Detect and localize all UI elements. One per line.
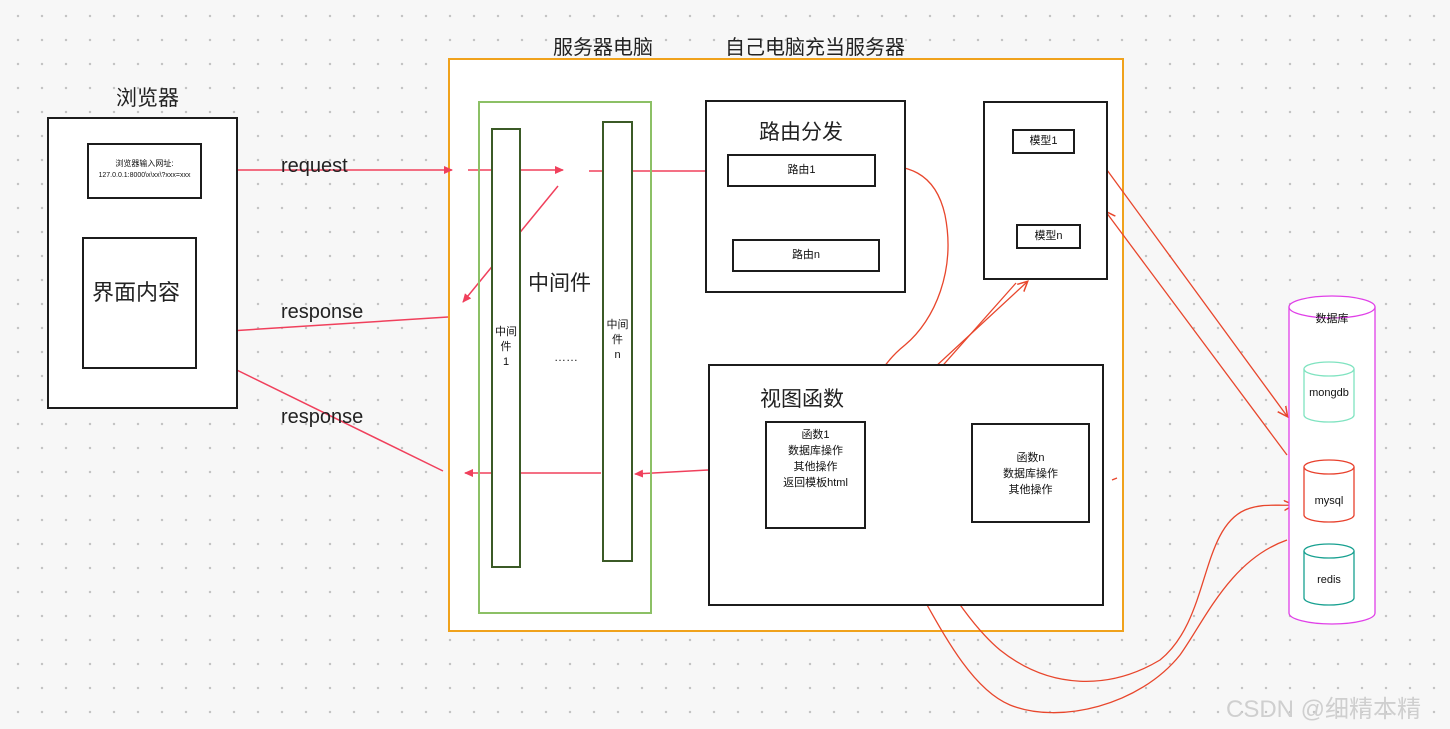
stray-mark <box>1111 477 1118 481</box>
model-n-label: 模型n <box>1034 230 1063 242</box>
model-n-box <box>1016 224 1081 249</box>
middleware-title: 中间件 <box>528 272 591 295</box>
route-1-label: 路由1 <box>787 164 816 176</box>
route-n-label: 路由n <box>791 249 821 261</box>
browser-address-line2: 127.0.0.1:8000\x\xx\?xxx=xxx <box>98 172 191 179</box>
db-item-redis: redis <box>1317 574 1341 586</box>
db-to-model-arrow <box>1106 212 1288 456</box>
server-title-right: 自己电脑充当服务器 <box>725 37 905 59</box>
browser-address-line1: 浏览器输入网址: <box>115 159 174 168</box>
response-arrow-top <box>197 316 449 337</box>
browser-title: 浏览器 <box>116 87 179 110</box>
route-1-box <box>727 154 876 187</box>
route-n-box <box>732 239 880 272</box>
mysql-cylinder <box>1303 459 1355 523</box>
middleware-bar-n <box>602 121 633 562</box>
request-label: request <box>281 155 348 177</box>
model-to-db-arrow <box>1106 169 1287 416</box>
func-1-box <box>765 421 866 529</box>
browser-content-box <box>82 237 197 369</box>
middleware-bar-n-label: 中间 件 n <box>606 319 629 361</box>
router-title: 路由分发 <box>759 121 843 144</box>
response-arrow-bottom <box>197 350 444 472</box>
func-n-label: 函数n 数据库操作 其他操作 <box>1003 452 1058 496</box>
db-item-mysql: mysql <box>1314 495 1344 507</box>
response-label-top: response <box>281 301 364 323</box>
middleware-ellipsis: …… <box>554 350 578 364</box>
watermark: CSDN @细精本精 <box>1226 696 1422 723</box>
func-1-label: 函数1 数据库操作 其他操作 返回模板html <box>783 429 848 489</box>
middleware-bar-1 <box>491 128 521 568</box>
db-to-view-curve <box>868 515 1288 714</box>
db-item-mongdb: mongdb <box>1309 387 1349 399</box>
redis-cylinder <box>1303 543 1355 606</box>
response-label-bottom: response <box>281 406 364 428</box>
middleware-box <box>478 101 652 614</box>
func-n-box <box>971 423 1090 523</box>
browser-address-box <box>87 143 202 199</box>
models-box <box>983 101 1108 280</box>
view-to-middleware-arrow <box>634 469 709 478</box>
server-title-left: 服务器电脑 <box>553 37 653 59</box>
views-title: 视图函数 <box>760 388 844 411</box>
middleware-bar-1-label: 中间 件 1 <box>495 326 517 368</box>
model-1-label: 模型1 <box>1029 135 1058 147</box>
browser-content-label: 界面内容 <box>92 280 181 305</box>
model-1-box <box>1012 129 1075 154</box>
database-title: 数据库 <box>1315 313 1349 325</box>
mongdb-cylinder <box>1303 361 1355 423</box>
